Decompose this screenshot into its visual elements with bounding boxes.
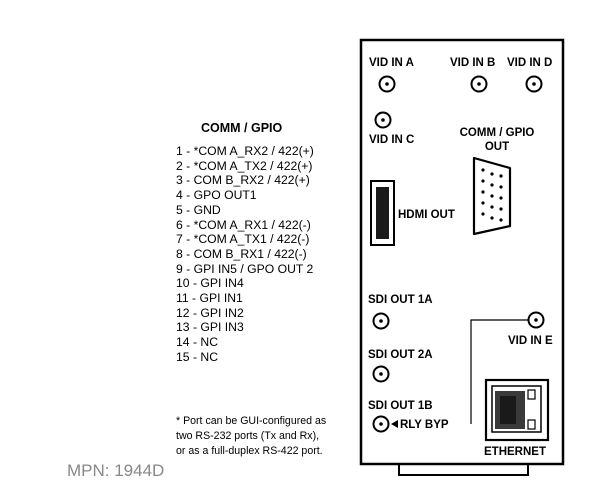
pin-item: 7 - *COM A_TX1 / 422(-) xyxy=(176,232,310,247)
pin-item: 15 - NC xyxy=(176,349,218,364)
vid-in-e-bnc-icon xyxy=(527,311,545,329)
pin-item: 9 - GPI IN5 / GPO OUT 2 xyxy=(176,261,314,276)
vid-in-a-label: VID IN A xyxy=(369,57,414,69)
sdi-out-1a-bnc-icon xyxy=(372,312,390,330)
pin-item: 14 - NC xyxy=(176,335,218,350)
footnote: * Port can be GUI-configured as two RS-2… xyxy=(176,414,326,460)
vid-in-e-label: VID IN E xyxy=(508,335,553,347)
pin-item: 8 - COM B_RX1 / 422(-) xyxy=(176,246,307,261)
sdi-out-2a-bnc-icon xyxy=(372,365,390,383)
footnote-line: or as a full-duplex RS-422 port. xyxy=(176,445,323,458)
pin-item: 3 - COM B_RX2 / 422(+) xyxy=(176,173,310,188)
hdmi-out-label: HDMI OUT xyxy=(398,209,455,221)
pin-item: 11 - GPI IN1 xyxy=(176,291,243,306)
pin-item: 12 - GPI IN2 xyxy=(176,305,244,320)
panel-bottom-tab xyxy=(398,464,529,476)
vid-in-d-label: VID IN D xyxy=(507,57,552,69)
db15-connector-icon xyxy=(472,156,512,236)
mpn-label: MPN: 1944D xyxy=(67,461,165,480)
vid-in-d-bnc-icon xyxy=(525,75,543,93)
sdi-out-1a-label: SDI OUT 1A xyxy=(368,294,433,306)
footnote-line: two RS-232 ports (Tx and Rx), xyxy=(176,430,320,443)
panel-outline xyxy=(359,38,565,466)
ethernet-label: ETHERNET xyxy=(484,446,546,458)
relay-bypass-line xyxy=(470,319,528,424)
hdmi-connector-icon xyxy=(370,180,395,246)
sdi-out-2a-label: SDI OUT 2A xyxy=(368,349,433,361)
sdi-out-1b-bnc-icon xyxy=(372,415,390,433)
comm-gpio-title: COMM / GPIO xyxy=(201,121,283,135)
pin-item: 1 - *COM A_RX2 / 422(+) xyxy=(176,144,314,158)
relay-arrow-icon xyxy=(391,420,398,428)
pin-item: 13 - GPI IN3 xyxy=(176,320,244,335)
pin-item: 6 - *COM A_RX1 / 422(-) xyxy=(176,217,311,232)
pin-item: 10 - GPI IN4 xyxy=(176,276,244,291)
pin-item: 4 - GPO OUT1 xyxy=(176,188,257,203)
rly-byp-label: RLY BYP xyxy=(400,419,449,431)
footnote-line: * Port can be GUI-configured as xyxy=(176,415,327,427)
vid-in-c-bnc-icon xyxy=(374,111,392,129)
pin-item: 2 - *COM A_TX2 / 422(+) xyxy=(176,158,313,173)
vid-in-b-label: VID IN B xyxy=(450,57,495,69)
comm-gpio-out-label: COMM / GPIO xyxy=(460,127,535,139)
ethernet-port-icon xyxy=(484,378,550,442)
sdi-out-1b-label: SDI OUT 1B xyxy=(368,400,433,412)
comm-gpio-out-label-2: OUT xyxy=(485,141,509,153)
pin-item: 5 - GND xyxy=(176,202,221,217)
vid-in-c-label: VID IN C xyxy=(369,134,414,146)
vid-in-a-bnc-icon xyxy=(378,75,396,93)
vid-in-b-bnc-icon xyxy=(470,75,488,93)
pin-list: 1 - *COM A_RX2 / 422(+) 2 - *COM A_TX2 /… xyxy=(176,144,314,365)
